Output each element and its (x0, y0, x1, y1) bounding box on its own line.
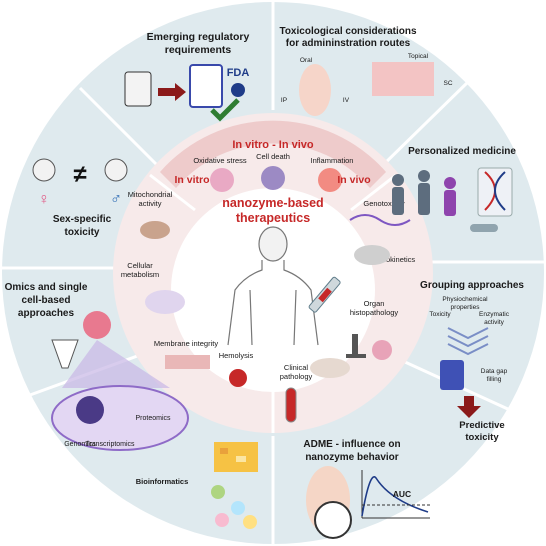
center-title-line1: nanozyme-based (222, 196, 323, 210)
single-cell-icon (76, 396, 104, 424)
genotoxicity-label: Genotoxicity (363, 199, 405, 208)
checkmark-icon (210, 98, 240, 122)
adme-title-2: nanozyme behavior (305, 452, 398, 463)
clipboard-icon (124, 71, 152, 107)
magnifier-icon (314, 501, 352, 539)
cell-death-icon (261, 166, 285, 190)
route-ip: IP (281, 97, 287, 104)
organ-label-1: Organ (364, 299, 385, 308)
membrane-icon (165, 355, 210, 369)
omics-title-2: cell-based (22, 295, 71, 306)
metabolism-icon (145, 290, 185, 314)
dog-icon (310, 358, 350, 378)
inflammation-label: Inflammation (311, 156, 354, 165)
grouping-toxicity: Toxicity (429, 311, 451, 318)
network-icon (211, 485, 257, 529)
grouping-physchem-1: Physiochemical (442, 296, 488, 303)
regulatory-title-1: Emerging regulatory (147, 31, 250, 43)
tissue-icon (372, 340, 392, 360)
cell-cluster-icon (83, 311, 111, 339)
microscope-icon (346, 334, 366, 358)
toxicological-title-1: Toxicological considerations (279, 26, 417, 37)
auc-label: AUC (393, 489, 411, 499)
oxidative-cell-icon (210, 168, 234, 192)
toxicological-title-2: for admininstration routes (286, 38, 411, 49)
male-symbol-icon: ♂ (110, 191, 122, 208)
sex-title-2: toxicity (64, 227, 99, 238)
regulatory-title-2: requirements (165, 44, 232, 56)
dna-small-icon (349, 214, 411, 226)
personalized-title: Personalized medicine (408, 146, 516, 157)
route-oral: Oral (300, 57, 313, 64)
cellular-label-1: Cellular (127, 261, 153, 270)
clinical-label-1: Clinical (284, 363, 309, 372)
tablet-device-icon (440, 360, 464, 390)
genomics-label: Genomics (64, 441, 96, 448)
pk-curve-icon (361, 470, 430, 519)
tablet-icon (470, 224, 498, 232)
omics-title-3: approaches (18, 308, 75, 319)
grouping-physchem-2: properties (451, 304, 481, 311)
membrane-label: Membrane integrity (154, 339, 218, 348)
organ-label-2: histopathology (350, 308, 399, 317)
grouping-enzymatic-2: activity (484, 319, 505, 326)
bioinformatics-label: Bioinformatics (136, 477, 189, 486)
omics-title-1: Omics and single (5, 282, 88, 293)
fda-seal-icon (231, 83, 245, 97)
center-circle (171, 188, 375, 392)
test-tube-icon (285, 387, 297, 423)
predictive-2: toxicity (465, 432, 499, 443)
inflammation-icon (318, 168, 342, 192)
invitro-title: In vitro (174, 174, 209, 186)
toxicokinetics-label: Toxicokinetics (369, 255, 416, 264)
syringe-icon (308, 276, 341, 313)
route-topical: Topical (408, 53, 429, 60)
invivo-title: In vivo (337, 174, 370, 186)
female-symbol-icon: ♀ (38, 191, 50, 208)
route-iv: IV (343, 97, 350, 104)
transcriptomics-label: Transcriptomics (85, 441, 135, 448)
mitochondrial-label-1: Mitochondrial (128, 190, 173, 199)
omics-cone (62, 340, 170, 388)
skin-layer-icon (372, 62, 434, 96)
cell-death-label: Cell death (256, 152, 290, 161)
sex-title-1: Sex-specific (53, 214, 112, 225)
heatmap-icon (214, 442, 258, 472)
arrow-icon (158, 83, 186, 101)
fda-logo-icon: FDA (227, 67, 250, 79)
route-sc: SC (443, 80, 452, 87)
cellular-label-2: metabolism (121, 270, 159, 279)
adme-title-1: ADME - influence on (303, 439, 400, 450)
hemolysis-label: Hemolysis (219, 351, 254, 360)
top-band (160, 120, 386, 188)
data-gap-2: filling (487, 376, 502, 383)
funnel-icon (51, 339, 79, 369)
layer-stack-icon (447, 327, 489, 356)
mitochondria-icon (140, 221, 170, 239)
predictive-1: Predictive (459, 420, 504, 431)
clinical-label-2: pathology (280, 372, 313, 381)
grouping-enzymatic-1: Enzymatic (479, 311, 510, 318)
down-arrow-icon (457, 396, 481, 418)
proteomics-label: Proteomics (135, 415, 171, 422)
center-title-line2: therapeutics (236, 211, 310, 225)
grouping-title: Grouping approaches (420, 280, 524, 291)
people-icon (392, 170, 456, 216)
invitro-invivo-title: In vitro - In vivo (232, 139, 314, 151)
mouse-icon (354, 245, 390, 265)
male-head-icon (104, 158, 128, 182)
data-gap-1: Data gap (481, 368, 508, 375)
oxidative-stress-label: Oxidative stress (193, 156, 247, 165)
mitochondrial-label-2: activity (139, 199, 162, 208)
female-head-icon (32, 158, 56, 182)
torso-icon (299, 64, 331, 116)
clipboard-checked-icon (189, 64, 223, 108)
blood-cell-icon (229, 369, 247, 387)
not-equal-sign: ≠ (73, 161, 86, 188)
human-silhouette-icon (227, 226, 319, 346)
dna-icon-2 (494, 171, 506, 211)
